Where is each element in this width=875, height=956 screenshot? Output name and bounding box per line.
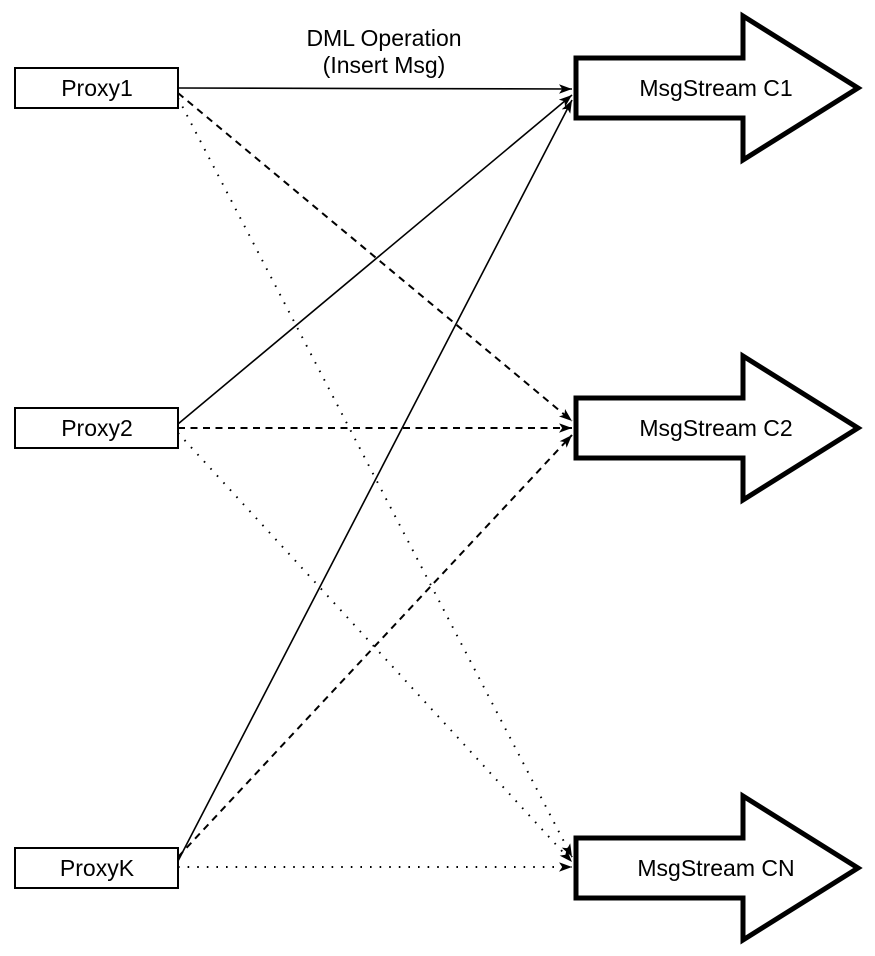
proxyk-node: ProxyK <box>14 847 179 889</box>
msgstream-c1-arrow-shape <box>573 11 863 165</box>
msgstream-c2-node: MsgStream C2 <box>573 351 863 505</box>
msgstream-c1-label: MsgStream C1 <box>639 75 792 101</box>
proxyk-box <box>14 847 179 889</box>
msgstream-c2-arrow-shape <box>573 351 863 505</box>
msgstream-c1-node: MsgStream C1 <box>573 11 863 165</box>
msgstream-c2-label: MsgStream C2 <box>639 415 792 441</box>
msgstream-cn-label: MsgStream CN <box>637 855 794 881</box>
connection-proxy2-msgstream-cn <box>177 432 573 863</box>
proxyk-label: ProxyK <box>60 855 135 881</box>
connection-proxyk-msgstream-c1 <box>177 99 573 862</box>
proxy1-box <box>14 67 179 109</box>
proxy2-node: Proxy2 <box>14 407 179 449</box>
dml-operation-annotation: DML Operation (Insert Msg) <box>306 25 461 78</box>
annotation-line1: DML Operation <box>306 25 461 51</box>
connection-proxy2-msgstream-c1 <box>177 94 573 425</box>
proxy2-label: Proxy2 <box>61 415 133 441</box>
annotation-line2: (Insert Msg) <box>323 52 446 78</box>
proxy1-label: Proxy1 <box>61 75 133 101</box>
connection-proxy1-msgstream-c1 <box>177 84 573 94</box>
proxy2-box <box>14 407 179 449</box>
connection-proxy1-msgstream-c2 <box>177 92 573 422</box>
msgstream-cn-arrow-shape <box>573 791 863 945</box>
connections <box>177 84 573 872</box>
proxy1-node: Proxy1 <box>14 67 179 109</box>
connection-proxyk-msgstream-c2 <box>177 434 573 858</box>
msgstream-cn-node: MsgStream CN <box>573 791 863 945</box>
